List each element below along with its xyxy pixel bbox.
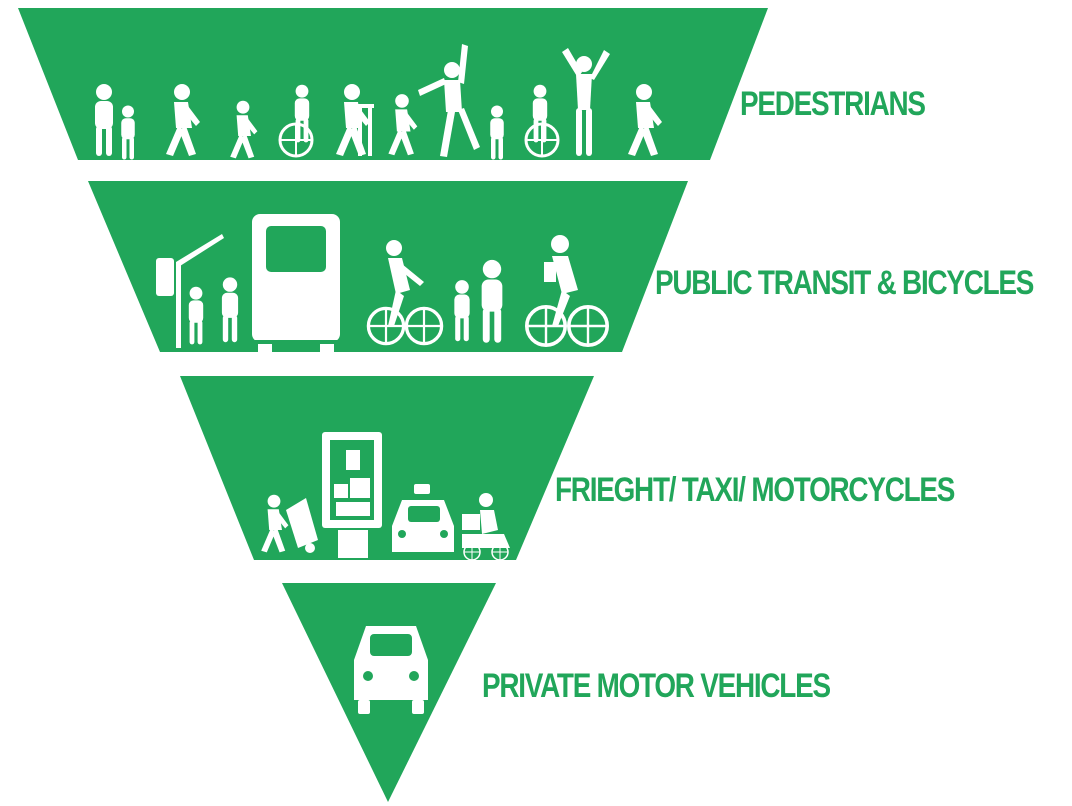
tier-4-icons: [354, 626, 428, 714]
delivery-truck-icon: [322, 432, 382, 558]
tier-4-label: PRIVATE MOTOR VEHICLES: [482, 667, 831, 705]
taxi-icon: [392, 484, 454, 552]
tier-3-band: [180, 376, 594, 560]
tier-2-label: PUBLIC TRANSIT & BICYCLES: [655, 264, 1034, 302]
tier-3-icons: [261, 432, 510, 561]
cyclist-icon: [366, 240, 444, 346]
arms-raised-person-icon: [562, 48, 610, 156]
car-icon: [354, 626, 428, 714]
tier-3-label: FRIEGHT/ TAXI/ MOTORCYCLES: [555, 471, 955, 509]
tier-2-icons: [156, 214, 610, 352]
dancing-person-icon: [418, 44, 480, 157]
bus-stop-icon: [156, 234, 239, 348]
tier-1-icons: [95, 44, 662, 160]
motorcycle-delivery-icon: [462, 493, 510, 561]
cyclist-icon: [524, 235, 610, 348]
bus-icon: [252, 214, 362, 352]
hand-truck-worker-icon: [261, 494, 318, 553]
walker-user-icon: [336, 84, 374, 156]
tier-1-label: PEDESTRIANS: [740, 85, 926, 123]
